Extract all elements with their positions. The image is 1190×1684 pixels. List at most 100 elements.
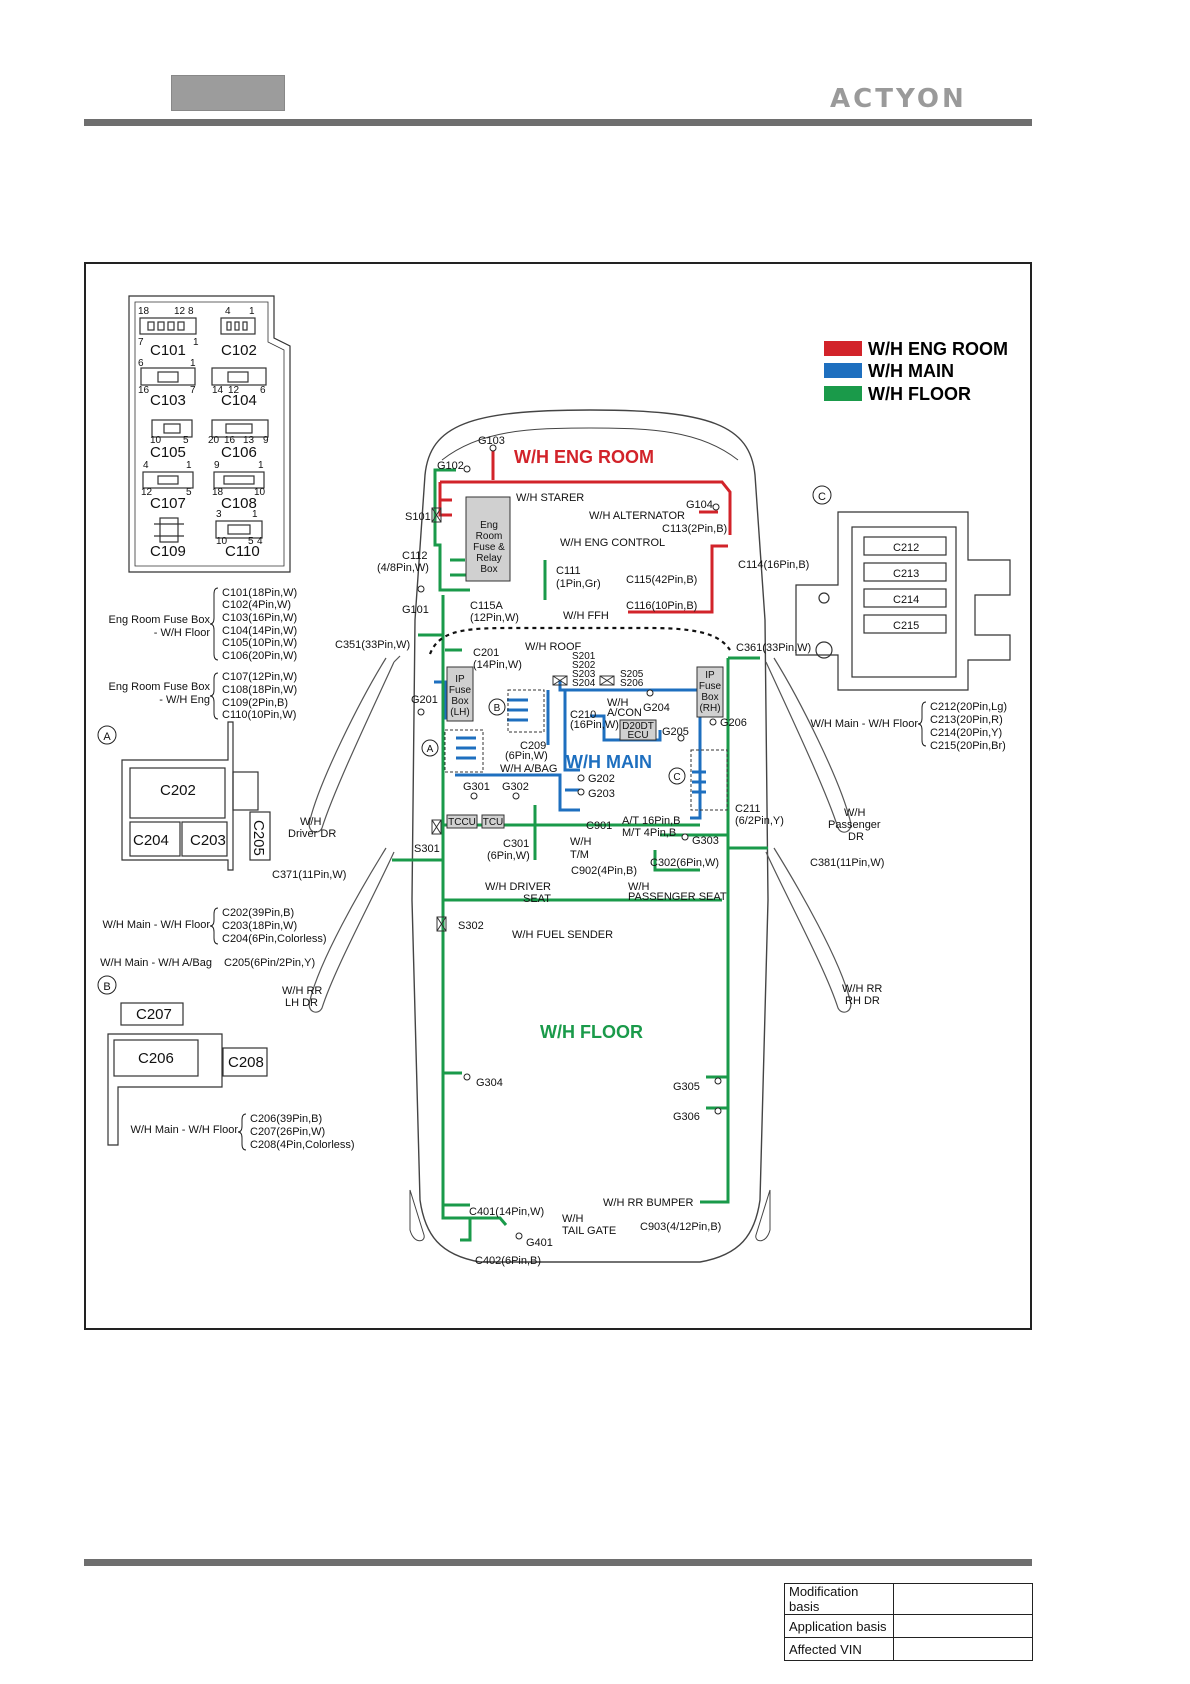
connector-label: C109 xyxy=(150,543,186,560)
label-c115: C115(42Pin,B) xyxy=(626,574,697,586)
label-pass-dr2: Passenger xyxy=(828,819,881,831)
fuse-box-group1: Eng Room Fuse Box - W/H Floor C101(18Pin… xyxy=(109,587,298,662)
connector-label: C108 xyxy=(221,495,257,512)
ip-lh-line: Fuse xyxy=(449,685,472,696)
pin-number: 1 xyxy=(190,358,196,369)
label-c903: C903(4/12Pin,B) xyxy=(640,1221,721,1233)
pin-number: 5 xyxy=(186,487,192,498)
label-c301b: (6Pin,W) xyxy=(487,850,530,862)
connector-label: C102 xyxy=(221,342,257,359)
connector-label: C213 xyxy=(893,568,919,580)
pin-number: 4 xyxy=(225,306,231,317)
connector-label: C203 xyxy=(190,832,226,849)
group-label: - W/H Eng xyxy=(159,694,210,706)
legend-label-main: W/H MAIN xyxy=(868,361,954,381)
group-label: - W/H Floor xyxy=(154,627,211,639)
ip-rh-line: Box xyxy=(701,692,718,703)
label-driver-dr1: W/H xyxy=(300,816,321,828)
connector-label: C206 xyxy=(138,1050,174,1067)
pin-number: 5 xyxy=(183,435,189,446)
label-starer: W/H STARER xyxy=(516,492,584,504)
legend-label-floor: W/H FLOOR xyxy=(868,384,971,404)
connector-label: C215 xyxy=(893,620,919,632)
footer-value xyxy=(893,1583,1033,1615)
group-label: Eng Room Fuse Box xyxy=(109,614,211,626)
door-harness-bundles xyxy=(308,655,852,1013)
eng-box-line: Eng xyxy=(480,520,498,531)
label-s302: S302 xyxy=(458,920,484,932)
table-row: Affected VIN xyxy=(784,1637,1033,1661)
connector-label: C101 xyxy=(150,342,186,359)
connector-label: C204 xyxy=(133,832,169,849)
group-item: C107(12Pin,W) xyxy=(222,671,297,683)
pin-number: 1 xyxy=(252,509,258,520)
wires-eng-room xyxy=(438,450,732,614)
label-wh-acon2: A/CON xyxy=(607,707,642,719)
label-wh-acon: W/H xyxy=(607,697,628,709)
fuse-box-group2: Eng Room Fuse Box - W/H Eng C107(12Pin,W… xyxy=(109,671,298,721)
ecu-line: D20DT xyxy=(622,721,654,732)
connector-label: C110 xyxy=(225,543,260,560)
pin-number: 1 xyxy=(258,460,264,471)
pin-number: 9 xyxy=(263,435,269,446)
label-pass-dr3: DR xyxy=(848,831,864,843)
label-c201b: (14Pin,W) xyxy=(473,659,522,671)
label-eng-control: W/H ENG CONTROL xyxy=(560,537,665,549)
firewall-dotted-line xyxy=(428,626,731,655)
table-row: Modification basis xyxy=(784,1583,1033,1615)
label-g301: G301 xyxy=(463,781,490,793)
pin-number: 7 xyxy=(138,337,144,348)
label-s205: S205 xyxy=(620,669,644,680)
block-a: A C202 C204 C203 C205 W/H Main - W/H Flo… xyxy=(97,721,327,969)
label-c351: C351(33Pin,W) xyxy=(335,639,410,651)
actyon-logo: ACTYON xyxy=(830,84,967,114)
footer-label: Affected VIN xyxy=(784,1637,894,1661)
eng-fuse-box-illustration xyxy=(128,295,291,573)
marker-b-label: B xyxy=(103,981,110,993)
block-c: C C212 C213 C214 C215 W/H Main - W/H Flo… xyxy=(795,485,1011,752)
label-c210: C210 xyxy=(570,709,596,721)
legend-swatch-floor xyxy=(824,386,862,401)
marker-c-car: C xyxy=(673,772,680,783)
car-markers: B A C xyxy=(421,698,686,785)
label-g305: G305 xyxy=(673,1081,700,1093)
marker-b-car: B xyxy=(494,703,501,714)
group-item: C105(10Pin,W) xyxy=(222,637,297,649)
connector-label: C107 xyxy=(150,495,186,512)
label-c201: C201 xyxy=(473,647,499,659)
label-c901: C901 xyxy=(586,820,612,832)
label-g101: G101 xyxy=(402,604,429,616)
label-c116: C116(10Pin,B) xyxy=(626,600,697,612)
label-pass-dr1: W/H xyxy=(844,807,865,819)
pin-number: 7 xyxy=(190,385,196,396)
label-c115ab: (12Pin,W) xyxy=(470,612,519,624)
label-g401: G401 xyxy=(526,1237,553,1249)
pin-number: 8 xyxy=(188,306,194,317)
pin-number: 9 xyxy=(214,460,220,471)
pin-number: 18 xyxy=(212,487,224,498)
footer-value xyxy=(893,1637,1033,1661)
label-driver-dr2: Driver DR xyxy=(288,828,336,840)
label-abag: W/H A/BAG xyxy=(500,763,557,775)
group-label: Eng Room Fuse Box xyxy=(109,681,211,693)
group-item: C104(14Pin,W) xyxy=(222,625,297,637)
label-c211b: (6/2Pin,Y) xyxy=(735,815,784,827)
label-c361: C361(33Pin,W) xyxy=(736,642,811,654)
label-c211: C211 xyxy=(735,803,760,815)
footer-label: Application basis xyxy=(784,1614,894,1638)
label-c111: C111 xyxy=(556,565,581,577)
connector-label: C202 xyxy=(160,782,196,799)
group-label: W/H Main - W/H A/Bag xyxy=(100,957,212,969)
ip-rh-line: (RH) xyxy=(699,703,720,714)
label-ffh: W/H FFH xyxy=(563,610,609,622)
label-c113: C113(2Pin,B) xyxy=(662,523,727,535)
label-roof: W/H ROOF xyxy=(525,641,581,653)
label-g204: G204 xyxy=(643,702,670,714)
label-c209b: (6Pin,W) xyxy=(505,750,548,762)
pin-number: 4 xyxy=(257,536,263,547)
label-s203: S203 xyxy=(572,669,596,680)
label-c402: C402(6Pin,B) xyxy=(475,1255,541,1267)
group-item: C103(16Pin,W) xyxy=(222,612,297,624)
group-label: W/H Main - W/H Floor xyxy=(130,1124,238,1136)
